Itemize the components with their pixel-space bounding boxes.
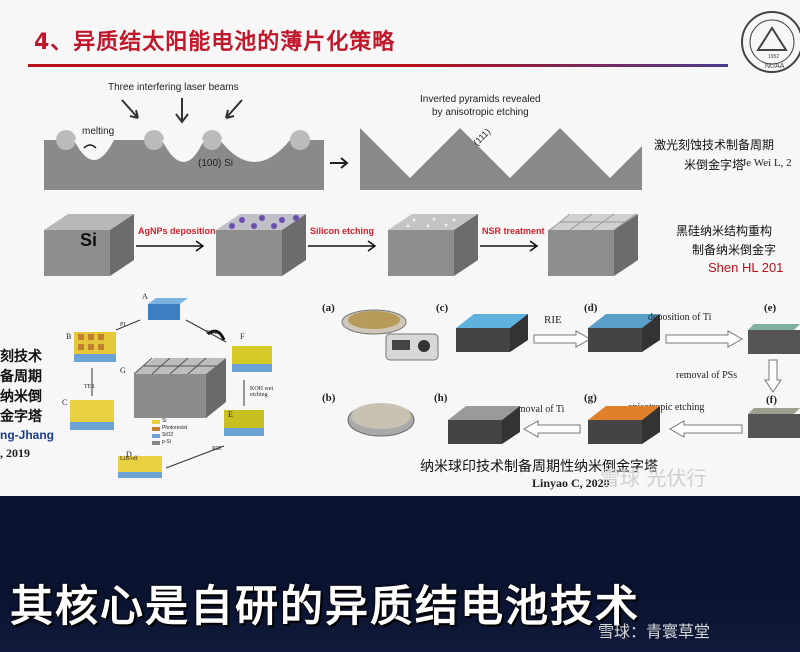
mid-ref-author: Shen HL 201 xyxy=(708,260,784,275)
wafer-image xyxy=(346,398,416,442)
top-ref-cn-2: 米倒金字塔 xyxy=(684,158,745,172)
process-label-tes: TES xyxy=(84,384,95,390)
top-ref-author: Je Wei L, 2 xyxy=(742,157,792,169)
nsl-sample-f xyxy=(744,396,800,446)
process-label-koh: KOH wet etching xyxy=(250,386,274,398)
nsl-label-c: (c) xyxy=(436,302,449,314)
step-arrow-2 xyxy=(308,238,382,257)
process-arrow-icon xyxy=(330,154,352,173)
slide-title: 4、异质结太阳能电池的薄片化策略 xyxy=(34,30,396,55)
cycle-label-e: E xyxy=(228,410,233,419)
step-removal-ti: removal of Ti xyxy=(510,404,565,415)
left-ref-cn-2: 备周期 xyxy=(0,369,42,385)
step-removal-ps: removal of PSs xyxy=(676,370,738,381)
process-label-pl: PL xyxy=(120,322,128,328)
caption-band xyxy=(0,496,800,652)
melting-label: melting xyxy=(82,126,115,137)
si-cube-2 xyxy=(212,212,308,282)
si-orientation-label: (100) Si xyxy=(198,158,234,169)
step-anisotropic: anisotropic etching xyxy=(628,402,705,413)
nsl-label-h: (h) xyxy=(434,392,448,404)
cycle-label-c: C xyxy=(62,398,68,407)
left-ref-cn-3: 纳米倒 xyxy=(0,389,42,405)
nsl-sample-c xyxy=(452,310,532,360)
slide: 4、异质结太阳能电池的薄片化策略 NUAA 1952 Three interfe… xyxy=(0,6,800,490)
nsl-ref-cn: 纳米球印技术制备周期性纳米倒金字塔 xyxy=(420,459,658,475)
arrow-e-f xyxy=(764,358,782,398)
cycle-label-f: F xyxy=(240,332,245,341)
step-label-nsr: NSR treatment xyxy=(482,226,545,236)
cycle-label-b: B xyxy=(66,332,72,341)
legend-sio2: SiO2 xyxy=(162,432,174,438)
step-arrow-1 xyxy=(136,238,210,257)
si-cube-label: Si xyxy=(80,230,98,250)
left-ref-cn-4: 金字塔 xyxy=(0,409,42,425)
laser-beams-label: Three interfering laser beams xyxy=(108,82,239,93)
step-deposition-ti: deposition of Ti xyxy=(648,312,712,323)
step-rie: RIE xyxy=(544,314,562,326)
cycle-label-g: G xyxy=(120,366,126,375)
process-label-rie: RIE xyxy=(212,446,222,452)
top-ref-cn-1: 激光刻蚀技术制备周期 xyxy=(654,138,775,152)
legend-si: Si xyxy=(162,418,167,424)
nsl-sample-d xyxy=(584,310,664,360)
arrow-f-g xyxy=(668,420,744,442)
step-label-silicon-etching: Silicon etching xyxy=(310,226,375,236)
si-cube-1 xyxy=(40,212,136,282)
si-cube-4 xyxy=(544,212,640,282)
nsl-label-e: (e) xyxy=(764,302,777,314)
step-arrow-3 xyxy=(480,238,544,257)
mid-ref-cn-1: 黑硅纳米结构重构 xyxy=(676,224,773,238)
university-logo: NUAA 1952 xyxy=(738,6,800,76)
nsl-label-a: (a) xyxy=(322,302,335,314)
nsl-label-b: (b) xyxy=(322,392,336,404)
arrow-d-e xyxy=(664,330,744,352)
spin-coater-image xyxy=(340,304,450,372)
process-label-boe: BOE xyxy=(206,330,218,336)
nsl-ref-author: Linyao C, 2020 xyxy=(532,476,610,490)
nsl-sample-g xyxy=(584,402,664,452)
nsl-label-f: (f) xyxy=(766,394,777,406)
cycle-label-a: A xyxy=(142,292,148,301)
process-label-liftoff: Lift-off xyxy=(120,456,138,462)
left-ref-cn-1: 刻技术 xyxy=(0,349,42,365)
photolithography-cycle-diagram xyxy=(56,296,284,486)
caption-text: 其核心是自研的异质结电池技术 xyxy=(10,582,640,632)
svg-text:1952: 1952 xyxy=(768,54,779,60)
si-cube-3 xyxy=(384,212,480,282)
arrow-g-h xyxy=(522,420,582,442)
legend-psi: p-Si xyxy=(162,439,171,445)
nsl-label-g: (g) xyxy=(584,392,597,404)
left-ref-author: ng-Jhang xyxy=(0,428,54,442)
caption-watermark: 雪球：青寰草堂 xyxy=(598,622,711,641)
laser-si-substrate xyxy=(44,128,324,194)
left-ref-year: , 2019 xyxy=(0,446,30,460)
cycle-label-d: D xyxy=(126,450,132,459)
pyramids-label-2: by anisotropic etching xyxy=(432,107,529,118)
pyramids-label-1: Inverted pyramids revealed xyxy=(420,94,541,105)
laser-arrows xyxy=(118,96,258,132)
slide-watermark: 雪球 光伏行 xyxy=(600,466,707,490)
svg-text:NUAA: NUAA xyxy=(765,63,785,70)
nsl-label-d: (d) xyxy=(584,302,598,314)
title-underline xyxy=(28,64,728,67)
step-label-agnps: AgNPs deposition xyxy=(138,226,216,236)
mid-ref-cn-2: 制备纳米倒金字 xyxy=(692,243,777,257)
legend-photoresist: Photoresist xyxy=(162,425,188,431)
nsl-sample-h xyxy=(444,402,524,452)
inverted-pyramids-profile xyxy=(360,128,642,194)
arrow-c-d xyxy=(532,330,592,352)
nsl-sample-e xyxy=(744,312,800,362)
